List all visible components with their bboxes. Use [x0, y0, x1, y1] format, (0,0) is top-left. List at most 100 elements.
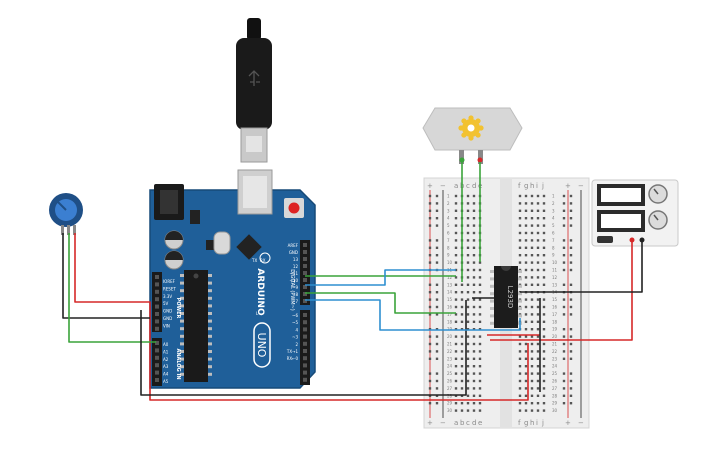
dc-motor-icon[interactable]: [422, 107, 523, 164]
wire-gnd-black: [140, 300, 467, 396]
svg-text:9: 9: [447, 253, 450, 258]
svg-text:20: 20: [447, 334, 453, 339]
pin-label: ~10: [290, 278, 299, 283]
svg-text:27: 27: [552, 386, 558, 391]
column-letter: d: [472, 419, 476, 427]
column-letter: f: [518, 419, 521, 427]
led-label-rx: RX: [260, 258, 266, 263]
pin-label: 5V: [163, 301, 169, 306]
pin-label: GND: [163, 316, 172, 321]
svg-text:23: 23: [447, 356, 453, 361]
wires: [62, 162, 643, 401]
column-letter: i: [536, 182, 538, 190]
svg-text:25: 25: [552, 371, 558, 376]
rail-minus-top-right: −: [578, 182, 584, 190]
rail-plus-bottom-right: +: [565, 419, 571, 427]
pin-label: 7: [295, 299, 298, 304]
svg-text:22: 22: [552, 349, 558, 354]
led-label-tx: TX: [251, 258, 257, 263]
svg-text:7: 7: [552, 238, 555, 243]
pin-label: RX←0: [287, 356, 299, 361]
pin-label: A2: [163, 357, 169, 362]
pin-label: ~9: [292, 285, 298, 290]
pin-label: A5: [163, 379, 169, 384]
svg-text:14: 14: [447, 290, 453, 295]
column-letter: j: [541, 419, 544, 427]
svg-text:16: 16: [552, 305, 558, 310]
analog-header-label: ANALOG IN: [175, 348, 181, 379]
pin-label: AREF: [288, 243, 299, 248]
potentiometer-icon[interactable]: [49, 193, 83, 235]
chip-pins: [180, 274, 212, 376]
svg-text:18: 18: [552, 319, 558, 324]
svg-text:10: 10: [552, 260, 558, 265]
pin-label: IOREF: [163, 279, 176, 284]
digital-header-label: DIGITAL (PWM~): [289, 269, 295, 311]
svg-text:15: 15: [552, 297, 558, 302]
svg-text:24: 24: [447, 364, 453, 369]
svg-text:13: 13: [447, 282, 453, 287]
svg-text:29: 29: [552, 401, 558, 406]
svg-text:17: 17: [447, 312, 453, 317]
column-letter: d: [472, 182, 476, 190]
brand-label: ARDUINO: [255, 268, 265, 316]
model-label: UNO: [255, 333, 268, 358]
svg-text:18: 18: [447, 319, 453, 324]
column-letter: j: [541, 182, 544, 190]
column-letter: g: [524, 419, 528, 427]
led-label-l: L: [256, 311, 259, 316]
svg-text:28: 28: [552, 393, 558, 398]
svg-text:9: 9: [552, 253, 555, 258]
svg-text:6: 6: [552, 231, 555, 236]
header-holes: [155, 243, 307, 382]
svg-text:25: 25: [447, 371, 453, 376]
pin-label: A4: [163, 372, 169, 377]
wire-pin12-blue: [305, 269, 456, 286]
column-letter: c: [466, 419, 470, 427]
column-letter: f: [518, 182, 521, 190]
column-letter: h: [530, 182, 534, 190]
column-letter: a: [454, 419, 458, 427]
svg-text:13: 13: [552, 282, 558, 287]
rail-minus-top-left: −: [440, 182, 446, 190]
pin-label: TX→1: [286, 349, 299, 354]
svg-text:24: 24: [552, 364, 558, 369]
pin-label: A0: [163, 342, 169, 347]
column-letter: h: [530, 419, 534, 427]
svg-text:16: 16: [447, 305, 453, 310]
svg-text:5: 5: [447, 223, 450, 228]
wire-psu-red: [490, 242, 633, 341]
pin-label: ~11: [290, 271, 299, 276]
usb-cable-icon[interactable]: [236, 18, 272, 163]
svg-text:1: 1: [552, 194, 555, 199]
svg-text:10: 10: [447, 260, 453, 265]
arduino-board[interactable]: UNO ARDUINO DIGITAL (PWM~) POWER ANALOG …: [149, 169, 316, 389]
svg-text:5: 5: [552, 223, 555, 228]
wire-pin10-blue: [305, 299, 521, 331]
column-letter: c: [466, 182, 470, 190]
power-supply-icon[interactable]: [591, 179, 679, 247]
column-letter: e: [478, 419, 482, 427]
svg-text:3: 3: [447, 208, 450, 213]
pin-label: ~5: [292, 320, 298, 325]
svg-text:23: 23: [552, 356, 558, 361]
svg-text:26: 26: [552, 379, 558, 384]
rail-minus-bottom-left: −: [440, 419, 446, 427]
pin-label: RESET: [163, 286, 176, 291]
rail-plus-top-right: +: [565, 182, 571, 190]
svg-text:8: 8: [552, 245, 555, 250]
l293d-chip[interactable]: L293D: [490, 266, 522, 328]
svg-text:30: 30: [552, 408, 558, 413]
svg-text:12: 12: [447, 275, 453, 280]
svg-text:8: 8: [447, 245, 450, 250]
svg-text:19: 19: [552, 327, 558, 332]
svg-text:26: 26: [447, 379, 453, 384]
wire-pot-red: [74, 233, 529, 401]
